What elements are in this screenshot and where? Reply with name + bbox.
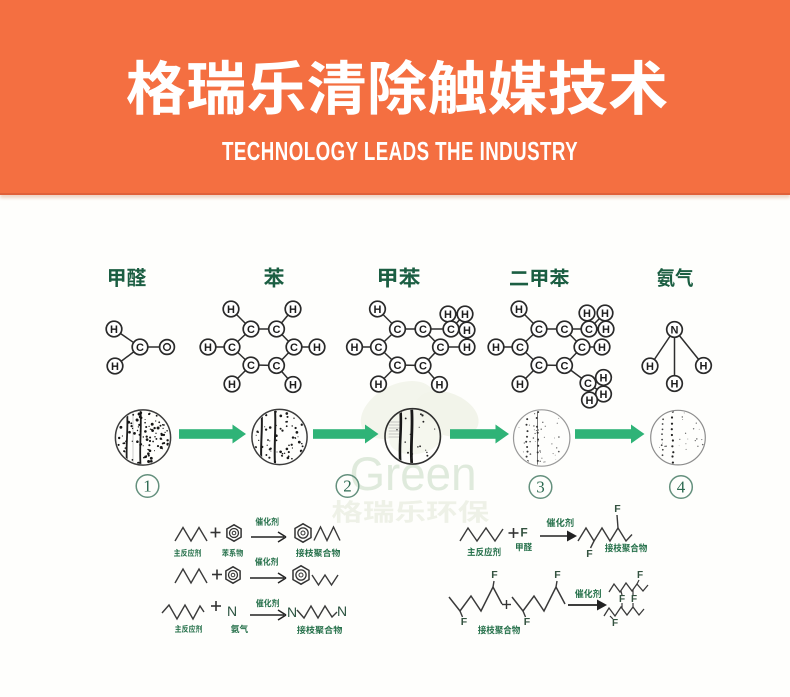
svg-text:1: 1 bbox=[143, 477, 152, 496]
svg-text:C: C bbox=[561, 324, 569, 336]
svg-text:TECHNOLOGY LEADS THE INDUSTRY: TECHNOLOGY LEADS THE INDUSTRY bbox=[222, 136, 578, 166]
svg-text:H: H bbox=[646, 361, 654, 373]
svg-text:H: H bbox=[204, 342, 212, 354]
svg-text:H: H bbox=[671, 378, 679, 390]
svg-text:H: H bbox=[700, 360, 708, 372]
svg-text:C: C bbox=[136, 342, 144, 354]
svg-text:H: H bbox=[313, 342, 321, 354]
svg-text:C: C bbox=[578, 342, 586, 354]
svg-text:3: 3 bbox=[536, 478, 545, 497]
svg-text:H: H bbox=[289, 304, 297, 316]
svg-text:N: N bbox=[287, 604, 297, 620]
svg-text:F: F bbox=[631, 594, 637, 605]
svg-text:C: C bbox=[535, 360, 543, 372]
svg-text:F: F bbox=[637, 570, 643, 581]
svg-text:C: C bbox=[419, 360, 427, 372]
svg-text:C: C bbox=[585, 324, 593, 336]
svg-text:H: H bbox=[374, 304, 382, 316]
svg-text:H: H bbox=[463, 342, 471, 354]
svg-text:H: H bbox=[375, 379, 383, 391]
svg-text:C: C bbox=[290, 342, 298, 354]
svg-text:C: C bbox=[419, 324, 427, 336]
svg-text:Green: Green bbox=[350, 447, 477, 500]
svg-text:H: H bbox=[228, 379, 236, 391]
svg-text:C: C bbox=[447, 324, 455, 336]
svg-text:C: C bbox=[394, 360, 402, 372]
svg-text:H: H bbox=[515, 304, 523, 316]
svg-text:C: C bbox=[516, 342, 524, 354]
svg-text:H: H bbox=[586, 395, 594, 407]
svg-text:N: N bbox=[337, 603, 347, 619]
svg-text:H: H bbox=[436, 379, 444, 391]
svg-text:H: H bbox=[600, 389, 608, 401]
svg-text:H: H bbox=[598, 342, 606, 354]
svg-text:F: F bbox=[612, 618, 618, 629]
svg-text:C: C bbox=[535, 324, 543, 336]
svg-text:C: C bbox=[394, 324, 402, 336]
svg-text:C: C bbox=[561, 360, 569, 372]
svg-text:H: H bbox=[516, 379, 524, 391]
svg-text:N: N bbox=[227, 603, 237, 619]
svg-text:C: C bbox=[273, 324, 281, 336]
svg-text:F: F bbox=[619, 594, 625, 605]
svg-text:C: C bbox=[375, 342, 383, 354]
svg-text:H: H bbox=[583, 308, 591, 320]
svg-text:4: 4 bbox=[677, 478, 686, 497]
svg-text:H: H bbox=[289, 379, 297, 391]
svg-text:2: 2 bbox=[343, 477, 352, 496]
svg-text:F: F bbox=[614, 503, 621, 515]
svg-text:H: H bbox=[111, 361, 119, 373]
svg-text:H: H bbox=[461, 309, 469, 321]
svg-text:H: H bbox=[602, 324, 610, 336]
svg-text:C: C bbox=[437, 342, 445, 354]
svg-text:H: H bbox=[601, 308, 609, 320]
svg-text:H: H bbox=[463, 325, 471, 337]
svg-text:H: H bbox=[110, 324, 118, 336]
svg-text:F: F bbox=[461, 616, 468, 628]
svg-text:H: H bbox=[444, 309, 452, 321]
svg-text:C: C bbox=[247, 324, 255, 336]
svg-text:C: C bbox=[247, 360, 255, 372]
svg-text:F: F bbox=[586, 548, 593, 560]
svg-text:C: C bbox=[584, 378, 592, 390]
svg-text:F: F bbox=[524, 616, 531, 628]
svg-text:H: H bbox=[351, 342, 359, 354]
svg-text:N: N bbox=[671, 324, 679, 336]
svg-text:H: H bbox=[600, 372, 608, 384]
svg-text:F: F bbox=[554, 569, 561, 581]
svg-text:F: F bbox=[520, 526, 527, 540]
svg-text:C: C bbox=[273, 360, 281, 372]
svg-text:F: F bbox=[491, 569, 498, 581]
svg-text:C: C bbox=[228, 342, 236, 354]
svg-text:H: H bbox=[492, 342, 500, 354]
svg-text:H: H bbox=[227, 304, 235, 316]
